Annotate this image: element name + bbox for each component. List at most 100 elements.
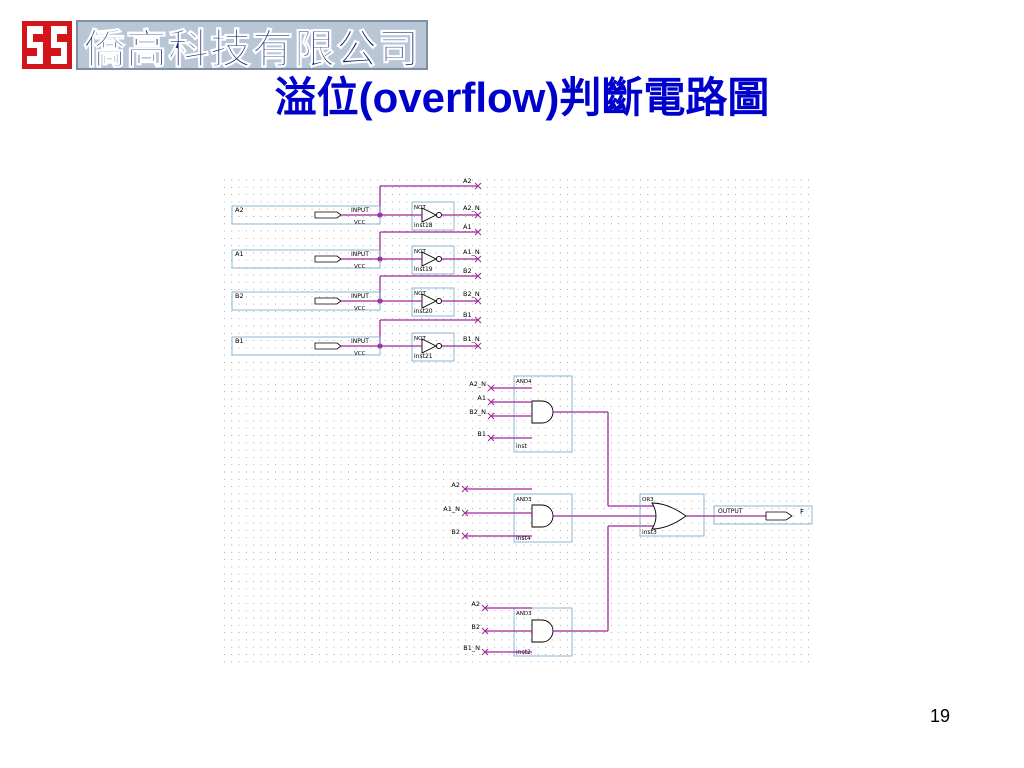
and-gate-symbol [531, 400, 554, 424]
company-name: 僑高科技有限公司 [76, 20, 428, 74]
and-input-label: A2_N [469, 380, 486, 388]
no-connect-mark [474, 228, 482, 236]
not-gate-inst: inst18 [414, 222, 433, 229]
input-pin-name: B2 [235, 292, 244, 300]
or-gate-inst3: OR3 inst3 [639, 493, 705, 537]
input-pin-label: INPUT [351, 251, 369, 258]
and-gate-inst: inst4 [516, 535, 531, 542]
and-gate-inst: inst [516, 443, 528, 450]
input-pin-label: INPUT [351, 293, 369, 300]
and-gate-box [513, 375, 573, 453]
and-input-label: B2 [451, 528, 460, 536]
tap-label: B1 [463, 311, 472, 319]
tap-label: B2 [463, 267, 472, 275]
vcc-label: VCC [354, 351, 366, 357]
tap-label: A1 [463, 223, 472, 231]
input-pin-label: INPUT [351, 207, 369, 214]
output-pin-name: F [800, 508, 804, 516]
output-pin-box [713, 505, 813, 525]
not-output-label: B2_N [463, 290, 480, 298]
not-gate-inst: inst19 [414, 266, 433, 273]
and-gate-type: AND3 [516, 497, 532, 503]
or-gate-inst: inst3 [642, 529, 657, 536]
input-pin-label: INPUT [351, 338, 369, 345]
and-gate-box [513, 607, 573, 657]
output-pin-label: OUTPUT [718, 508, 743, 515]
input-pin-a2: A2 INPUT VCC [231, 205, 381, 226]
not-gate-inst19: NOT inst19 A1_N [380, 245, 480, 275]
not-gate-symbol [421, 207, 438, 223]
vcc-label: VCC [354, 264, 366, 270]
not-bubble [435, 342, 443, 350]
or-gate-type: OR3 [642, 497, 654, 503]
wires [377, 182, 656, 656]
input-pin-name: B1 [235, 337, 244, 345]
not-gate-type: NOT [414, 336, 426, 342]
not-gate-type: NOT [414, 205, 426, 211]
not-gate-symbol [421, 251, 438, 267]
and-input-label: B1_N [463, 644, 480, 652]
input-pin-a1: A1 INPUT VCC [231, 249, 381, 270]
and-input-label: B2_N [469, 408, 486, 416]
and-input-label: B2 [471, 623, 480, 631]
and-input-label: A2 [471, 600, 480, 608]
not-bubble [435, 211, 443, 219]
or-gate-box [639, 493, 705, 537]
and-gate-symbol [531, 504, 554, 528]
no-connect-mark [474, 182, 482, 190]
input-pin-name: A2 [235, 206, 244, 214]
and-gate-inst2: AND3inst2A2B2B1_N [463, 600, 573, 657]
not-output-label: A2_N [463, 204, 480, 212]
not-gate-symbol [421, 293, 438, 309]
and-input-label: B1 [477, 430, 486, 438]
and-input-label: A1 [477, 394, 486, 402]
not-gate-type: NOT [414, 249, 426, 255]
not-bubble [435, 297, 443, 305]
input-pin-name: A1 [235, 250, 244, 258]
not-gate-inst: inst20 [414, 308, 433, 315]
not-gate-type: NOT [414, 291, 426, 297]
or-gate-symbol [651, 502, 687, 530]
grid-dots [224, 179, 809, 663]
and-input-label: A2 [451, 481, 460, 489]
not-bubble [435, 255, 443, 263]
and-gate-type: AND4 [516, 379, 532, 385]
and-input-label: A1_N [443, 505, 460, 513]
not-gate-box [411, 287, 455, 317]
not-gate-box [411, 201, 455, 231]
tap-label: A2 [463, 177, 472, 185]
input-pin-shape [314, 297, 342, 305]
output-pin: OUTPUT F [686, 505, 813, 525]
input-pin-shape [314, 342, 342, 350]
input-pin-b1: B1 INPUT VCC [231, 336, 381, 357]
not-gate-inst: inst21 [414, 353, 433, 360]
not-gate-inst18: NOT inst18 A2_N [380, 201, 480, 231]
output-pin-shape [765, 511, 793, 521]
not-output-label: A1_N [463, 248, 480, 256]
page-title: 溢位(overflow)判斷電路圖 [274, 74, 770, 121]
not-gate-box [411, 245, 455, 275]
no-connect-mark [474, 272, 482, 280]
grid-dot-pattern [224, 179, 809, 663]
company-logo: 僑高科技有限公司 [22, 18, 428, 74]
input-pin-b2: B2 INPUT VCC [231, 291, 381, 312]
logo-mark-icon [22, 21, 72, 69]
not-gate-box [411, 332, 455, 362]
input-pin-shape [314, 255, 342, 263]
input-pin-shape [314, 211, 342, 219]
not-gate-inst20: NOT inst20 B2_N [380, 287, 480, 317]
no-connect-mark [474, 316, 482, 324]
and-gate-symbol [531, 619, 554, 643]
vcc-label: VCC [354, 220, 366, 226]
not-gate-symbol [421, 338, 438, 354]
page-number: 19 [930, 706, 951, 726]
not-output-label: B1_N [463, 335, 480, 343]
and-gate-type: AND3 [516, 611, 532, 617]
not-gate-inst21: NOT inst21 B1_N [380, 332, 480, 362]
vcc-label: VCC [354, 306, 366, 312]
